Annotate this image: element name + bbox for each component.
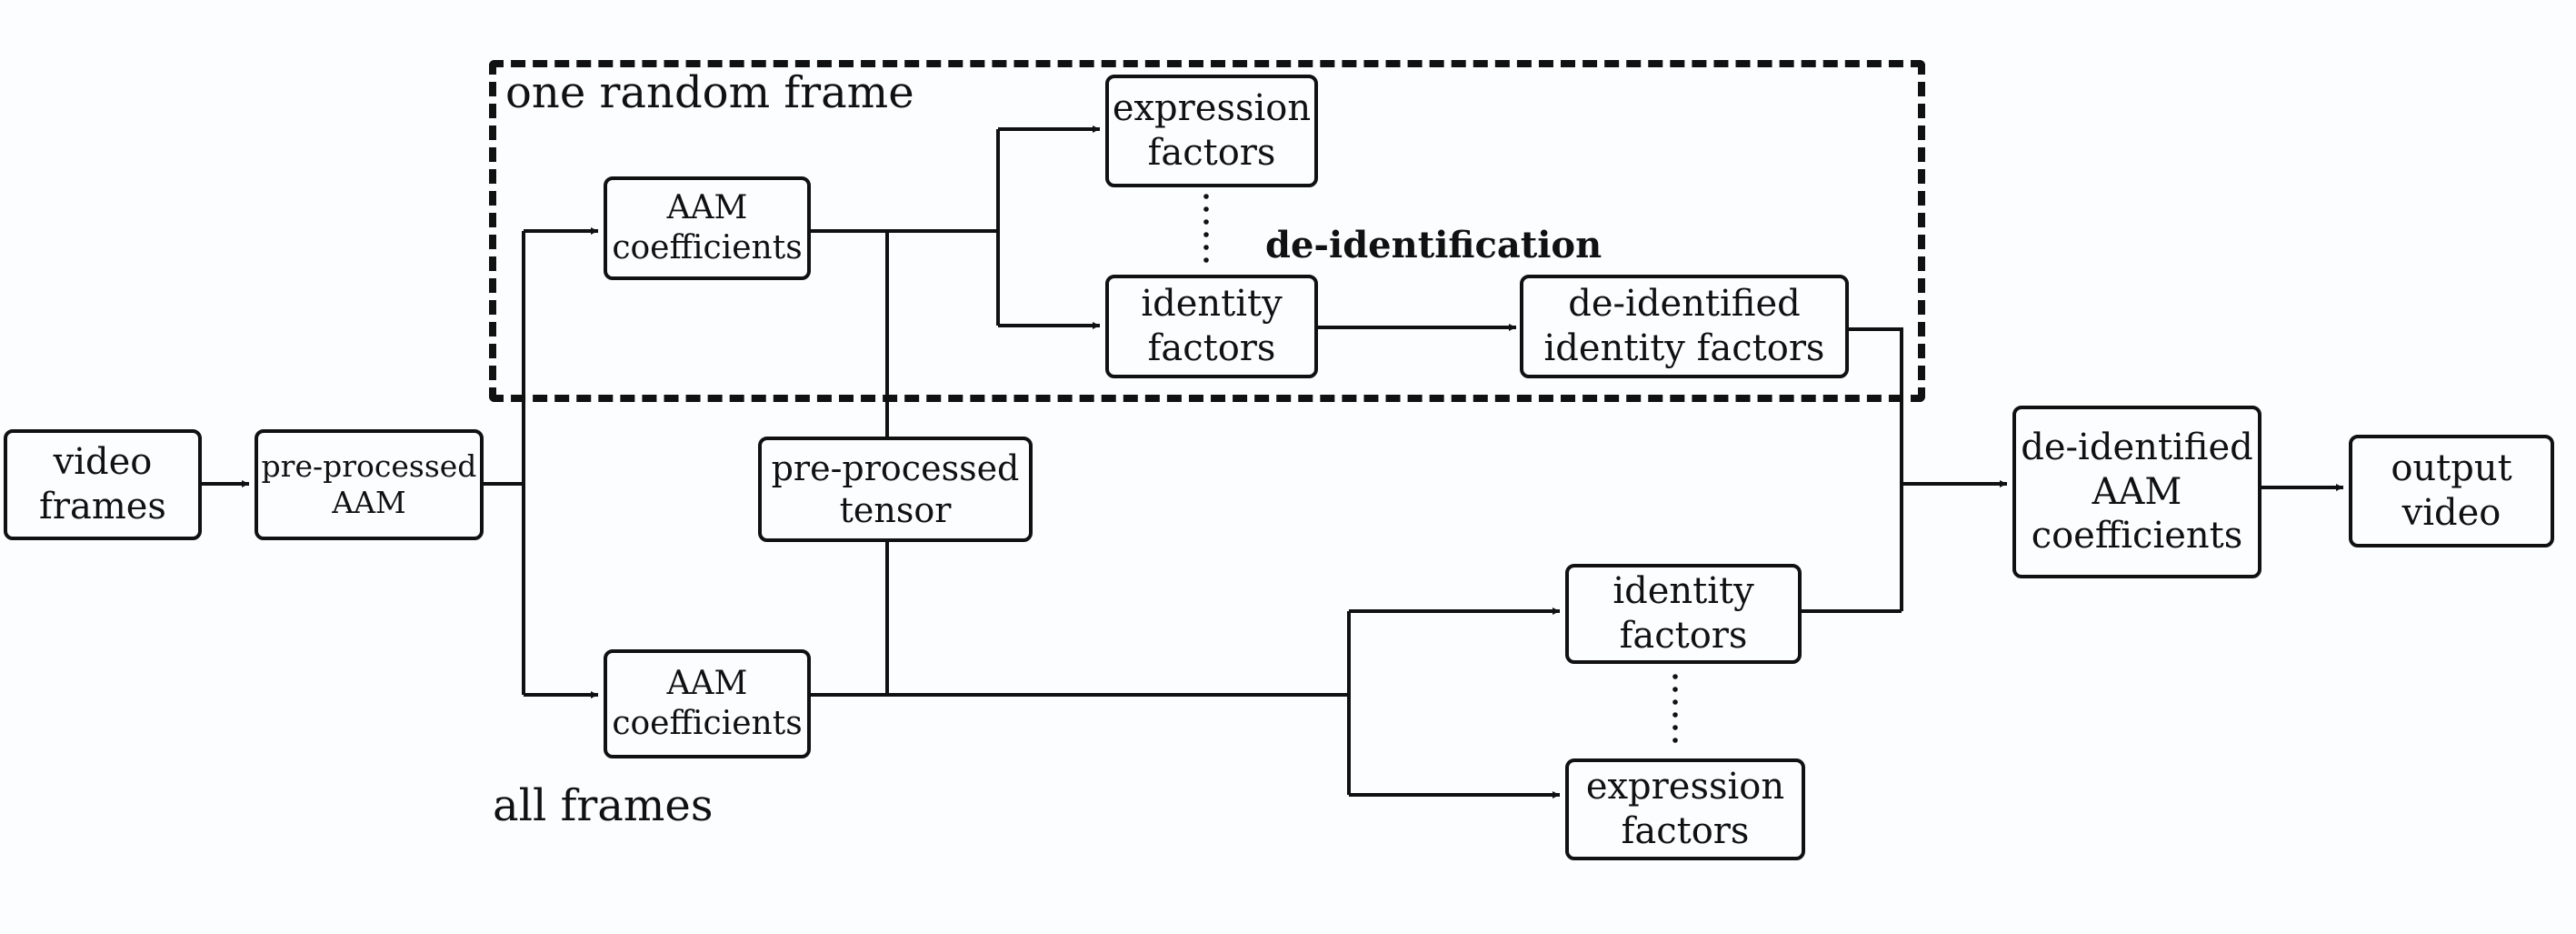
expression-factors-bottom-node: expression factors — [1565, 758, 1805, 860]
output-video-node: output video — [2349, 435, 2554, 547]
identity-factors-bottom-node: identity factors — [1565, 564, 1802, 664]
aam-coefficients-top-node: AAM coefficients — [604, 176, 811, 280]
identity-factors-top-node: identity factors — [1105, 275, 1318, 378]
aam-coefficients-bottom-node: AAM coefficients — [604, 649, 811, 758]
one-random-frame-region — [489, 60, 1925, 402]
preprocessed-aam-node: pre-processed AAM — [255, 429, 484, 540]
video-frames-node: video frames — [4, 429, 202, 540]
ellipsis-bottom — [1672, 674, 1678, 743]
deidentified-identity-factors-node: de-identified identity factors — [1520, 275, 1849, 378]
expression-factors-top-node: expression factors — [1105, 75, 1318, 187]
all-frames-label: all frames — [493, 780, 714, 831]
de-identification-label: de-identification — [1265, 224, 1603, 266]
one-random-frame-label: one random frame — [505, 67, 914, 118]
preprocessed-tensor-node: pre-processed tensor — [758, 437, 1033, 542]
ellipsis-top — [1203, 194, 1209, 263]
deidentified-aam-coefficients-node: de-identified AAM coefficients — [2012, 406, 2261, 578]
line-deidentified-to-merge — [1849, 327, 1903, 611]
